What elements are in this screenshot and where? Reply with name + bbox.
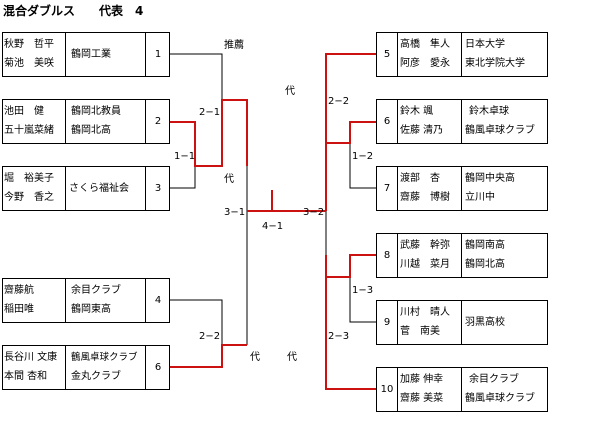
score-label: 2−2 xyxy=(328,96,350,107)
player-name: 五十嵐菜緒 xyxy=(4,125,54,136)
player-name: 齋藤航 xyxy=(4,285,34,296)
representative-label: 代 xyxy=(250,352,260,363)
club-name: 立川中 xyxy=(465,192,495,203)
bracket-line xyxy=(326,254,376,278)
player-name: 高橋 隼人 xyxy=(400,39,450,50)
player-name: 齋藤 博樹 xyxy=(400,192,450,203)
club-name: さくら福祉会 xyxy=(69,183,129,194)
entry-box: 8 武藤 幹弥 川越 菜月 鶴岡南高 鶴岡北高 xyxy=(376,233,548,278)
entry-box: 齋藤航 稲田唯 余目クラブ 鶴岡東高 4 xyxy=(2,278,170,323)
club-name: 鶴岡中央高 xyxy=(465,173,515,184)
club-name: 鈴木卓球 xyxy=(469,106,509,117)
bracket-line xyxy=(325,53,376,211)
club-name: 鶴岡東高 xyxy=(71,304,111,315)
seed-number: 7 xyxy=(383,183,391,194)
bracket-line xyxy=(170,344,247,368)
seed-number: 1 xyxy=(154,49,162,60)
bracket-line xyxy=(325,255,376,390)
recommend-label: 推薦 xyxy=(224,40,244,51)
score-label: 2−1 xyxy=(199,107,221,118)
club-name: 鶴岡工業 xyxy=(71,49,111,60)
entry-box: 7 渡部 杏 齋藤 博樹 鶴岡中央高 立川中 xyxy=(376,166,548,211)
score-label: 2−2 xyxy=(199,331,221,342)
player-name: 川村 晴人 xyxy=(400,307,450,318)
club-name: 鶴岡北高 xyxy=(465,259,505,270)
player-name: 菅 南美 xyxy=(400,326,440,337)
player-name: 阿彦 愛永 xyxy=(400,58,450,69)
seed-number: 8 xyxy=(383,250,391,261)
club-name: 余目クラブ xyxy=(469,374,519,385)
seed-number: 5 xyxy=(383,49,391,60)
representative-label: 代 xyxy=(287,352,297,363)
representative-label: 代 xyxy=(285,86,295,97)
score-label: 1−2 xyxy=(352,151,374,162)
player-name: 渡部 杏 xyxy=(400,173,440,184)
player-name: 本間 杏和 xyxy=(4,371,48,382)
club-name: 鶴風卓球クラブ xyxy=(465,393,535,404)
entry-box: 秋野 哲平 菊池 美咲 鶴岡工業 1 xyxy=(2,32,170,77)
entry-box: 堀 裕美子 今野 香之 さくら福祉会 3 xyxy=(2,166,170,211)
seed-number: 9 xyxy=(383,317,391,328)
player-name: 武藤 幹弥 xyxy=(400,240,450,251)
seed-number: 2 xyxy=(154,116,162,127)
score-label: 3−2 xyxy=(303,207,325,218)
player-name: 鈴木 颯 xyxy=(400,106,434,117)
club-name: 羽黒高校 xyxy=(465,317,505,328)
seed-number: 3 xyxy=(154,183,162,194)
bracket-line xyxy=(349,143,376,189)
bracket-line xyxy=(170,99,248,167)
entry-box: 5 高橋 隼人 阿彦 愛永 日本大学 東北学院大学 xyxy=(376,32,548,77)
bracket-lines-red xyxy=(170,53,376,390)
bracket-line xyxy=(326,121,376,144)
player-name: 堀 裕美子 xyxy=(4,173,54,184)
club-name: 鶴風卓球クラブ xyxy=(465,125,535,136)
club-name: 日本大学 xyxy=(465,39,505,50)
score-label: 1−1 xyxy=(174,151,196,162)
seed-number: 10 xyxy=(380,384,394,395)
seed-number: 6 xyxy=(383,116,391,127)
entry-box: 10 加藤 伸幸 齋藤 美菜 余目クラブ 鶴風卓球クラブ xyxy=(376,367,548,412)
player-name: 今野 香之 xyxy=(4,192,54,203)
club-name: 金丸クラブ xyxy=(71,371,121,382)
seed-number: 6 xyxy=(154,362,162,373)
player-name: 齋藤 美菜 xyxy=(400,393,444,404)
club-name: 余目クラブ xyxy=(71,285,121,296)
seed-number: 4 xyxy=(154,295,162,306)
entry-box: 9 川村 晴人 菅 南美 羽黒高校 xyxy=(376,300,548,345)
bracket-line xyxy=(247,190,273,212)
club-name: 鶴岡北高 xyxy=(71,125,111,136)
score-label: 3−1 xyxy=(224,207,246,218)
bracket-line xyxy=(170,53,223,100)
player-name: 池田 健 xyxy=(4,106,44,117)
player-name: 長谷川 文康 xyxy=(4,352,58,363)
page-title: 混合ダブルス 代表 4 xyxy=(3,4,144,18)
player-name: 川越 菜月 xyxy=(400,259,450,270)
player-name: 秋野 哲平 xyxy=(4,39,54,50)
bracket-line xyxy=(170,166,196,189)
player-name: 佐藤 清乃 xyxy=(400,125,444,136)
representative-label: 代 xyxy=(224,174,234,185)
score-label: 1−3 xyxy=(352,285,374,296)
player-name: 菊池 美咲 xyxy=(4,58,54,69)
score-label: 4−1 xyxy=(262,221,284,232)
club-name: 東北学院大学 xyxy=(465,58,525,69)
entry-box: 6 鈴木 颯 佐藤 清乃 鈴木卓球 鶴風卓球クラブ xyxy=(376,99,548,144)
player-name: 稲田唯 xyxy=(4,304,34,315)
club-name: 鶴岡北教員 xyxy=(71,106,121,117)
bracket-line xyxy=(349,277,376,323)
club-name: 鶴岡南高 xyxy=(465,240,505,251)
entry-box: 長谷川 文康 本間 杏和 鶴風卓球クラブ 金丸クラブ 6 xyxy=(2,345,170,390)
entry-box: 池田 健 五十嵐菜緒 鶴岡北教員 鶴岡北高 2 xyxy=(2,99,170,144)
player-name: 加藤 伸幸 xyxy=(400,374,444,385)
club-name: 鶴風卓球クラブ xyxy=(71,352,138,363)
score-label: 2−3 xyxy=(328,331,350,342)
